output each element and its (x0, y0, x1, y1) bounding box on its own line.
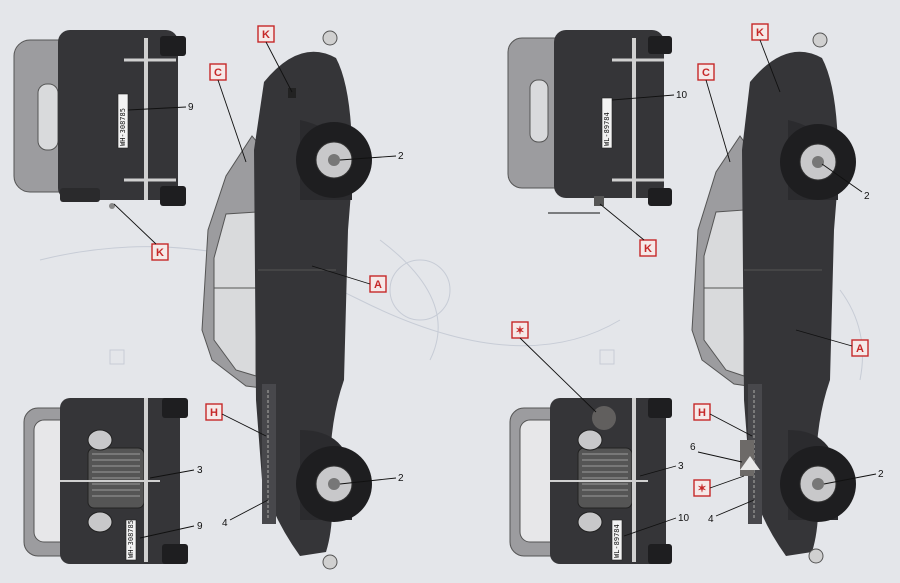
svg-text:C: C (702, 67, 710, 79)
svg-text:6: 6 (690, 442, 696, 453)
right-rear-view: WL-89784 (507, 30, 672, 214)
svg-text:A: A (374, 279, 382, 291)
svg-text:4: 4 (708, 514, 714, 525)
svg-text:H: H (698, 407, 706, 419)
svg-text:K: K (756, 27, 764, 39)
left-number-labels: 9 2 3 2 9 4 (127, 102, 404, 539)
right-callout-k-bottom: K (599, 203, 657, 257)
left-callout-k-bottom: K (113, 203, 169, 261)
left-rear-plate: WH-308785 (119, 108, 127, 146)
right-callout-c: C (697, 63, 731, 163)
left-front-view: WH-308785 (23, 398, 188, 564)
svg-text:✶: ✶ (697, 483, 706, 495)
left-side-view (201, 30, 372, 570)
right-rear-plate: WL-89784 (603, 112, 611, 146)
right-callout-star-bottom: ✶ (693, 475, 745, 497)
svg-text:K: K (262, 29, 270, 41)
svg-text:K: K (156, 247, 164, 259)
svg-text:C: C (214, 67, 222, 79)
right-side-view (691, 32, 856, 564)
right-callout-star-top: ✶ (511, 321, 597, 413)
right-callout-k-top: K (751, 23, 781, 93)
right-callout-h: H (693, 403, 753, 437)
right-callout-a: A (795, 329, 869, 357)
right-front-plate: WL-89784 (613, 524, 621, 558)
svg-text:2: 2 (864, 191, 870, 202)
svg-text:9: 9 (188, 102, 194, 113)
svg-text:K: K (644, 243, 652, 255)
svg-text:4: 4 (222, 518, 228, 529)
left-front-plate: WH-308785 (127, 520, 135, 558)
svg-text:H: H (210, 407, 218, 419)
background-ghost-drawing (39, 239, 863, 381)
svg-text:2: 2 (878, 469, 884, 480)
right-number-labels: 10 2 3 6 2 10 4 (611, 90, 884, 537)
left-callout-c: C (209, 63, 247, 163)
left-callout-k-top: K (257, 25, 293, 93)
left-callout-a: A (311, 265, 387, 293)
svg-text:9: 9 (197, 521, 203, 532)
svg-text:2: 2 (398, 473, 404, 484)
svg-text:10: 10 (678, 513, 690, 524)
svg-text:✶: ✶ (515, 325, 524, 337)
svg-text:10: 10 (676, 90, 688, 101)
left-rear-view: WH-308785 (13, 30, 186, 209)
svg-text:3: 3 (678, 461, 684, 472)
left-callout-h: H (205, 403, 267, 437)
svg-text:A: A (856, 343, 864, 355)
right-front-view: WL-89784 (509, 398, 672, 564)
svg-text:2: 2 (398, 151, 404, 162)
svg-text:3: 3 (197, 465, 203, 476)
